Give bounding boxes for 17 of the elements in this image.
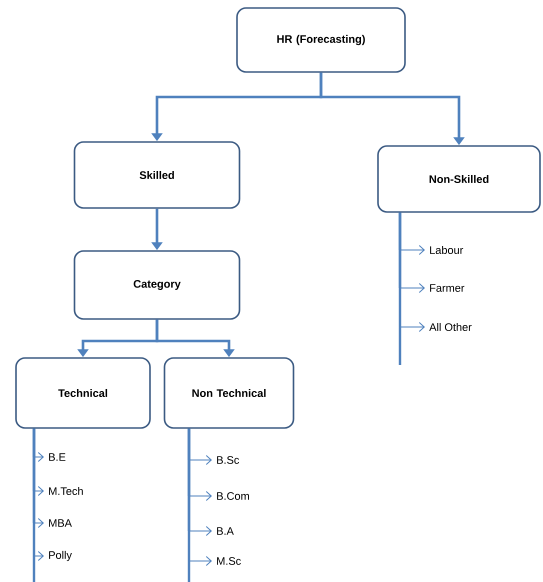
process-box: Technical [15,357,151,429]
process-box: Non-Skilled [377,145,541,213]
list-item: M.Tech [49,486,83,496]
list-item: Polly [49,550,72,562]
list-item: B.A [217,527,234,535]
list-item: B.Sc [217,456,240,464]
list-item: B.Com [217,492,249,500]
process-box: HR (Forecasting) [236,7,406,73]
list-item: Labour [430,246,464,254]
list-item: MBA [49,519,72,527]
list-item: All Other [429,322,472,332]
list-item: Farmer [430,284,464,292]
process-box: Skilled [74,141,240,209]
process-box: Non Technical [164,357,294,429]
list-item: B.E [49,453,66,461]
process-box: Category [74,250,240,320]
list-item: M.Sc [217,557,241,565]
